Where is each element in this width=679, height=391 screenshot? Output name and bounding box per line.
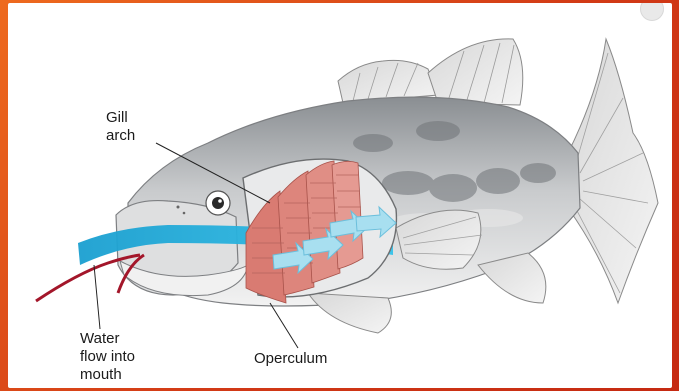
water-flow-label-line: mouth — [80, 366, 180, 384]
operculum-leader — [270, 303, 298, 348]
gill-arch-label: Gill arch — [106, 109, 166, 145]
water-flow-label: Water flow into mouth — [80, 330, 180, 384]
operculum-label: Operculum — [254, 350, 374, 368]
gill-arch-label-line: arch — [106, 127, 166, 145]
water-flow-leader — [94, 265, 100, 329]
dorsal-fin-front — [338, 60, 438, 103]
water-flow-label-line: flow into — [80, 348, 180, 366]
diagram-canvas: Gill arch Water flow into mouth Operculu… — [8, 3, 672, 388]
pelvic-fin — [308, 293, 391, 333]
gill-arch-label-line: Gill — [106, 109, 166, 127]
water-flow-label-line: Water — [80, 330, 180, 348]
eye-pupil — [212, 197, 224, 209]
